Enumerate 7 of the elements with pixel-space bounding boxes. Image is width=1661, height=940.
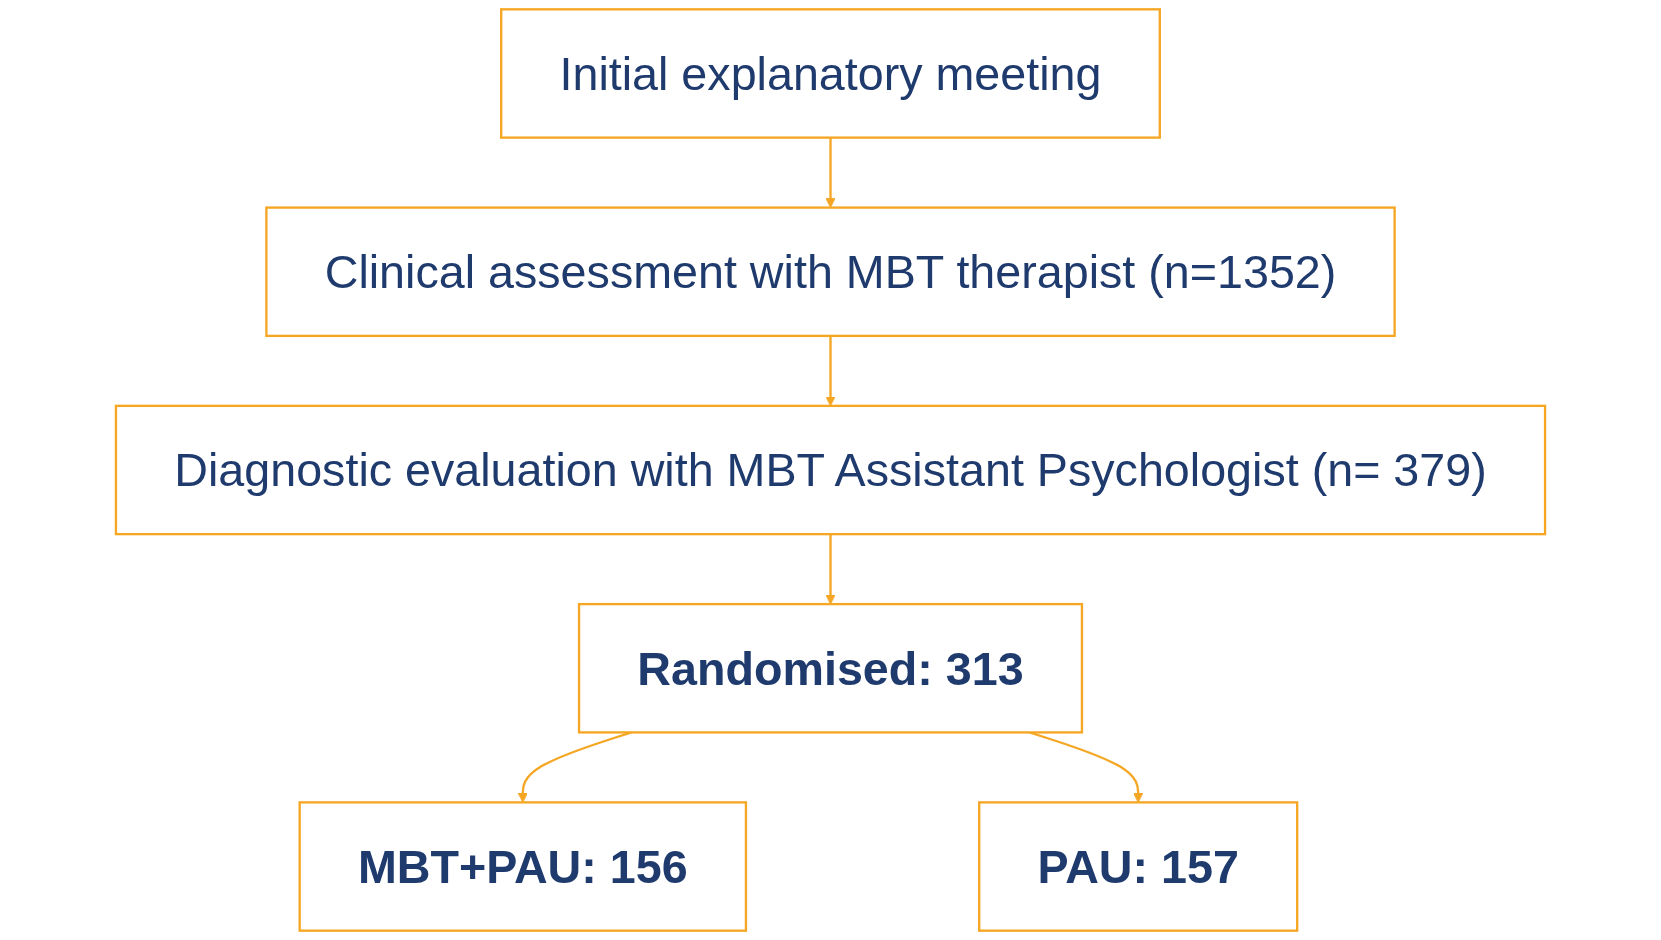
node-box: PAU: 157 (978, 801, 1299, 932)
node-box: MBT+PAU: 156 (298, 801, 748, 932)
node-box: Diagnostic evaluation with MBT Assistant Psychologist (n= 379) (114, 404, 1547, 536)
node-box: Randomised: 313 (577, 602, 1084, 734)
node-box: Initial explanatory meeting (500, 8, 1161, 139)
arrow (825, 534, 836, 605)
node-box: Clinical assessment with MBT therapist (n=1352) (265, 206, 1396, 338)
